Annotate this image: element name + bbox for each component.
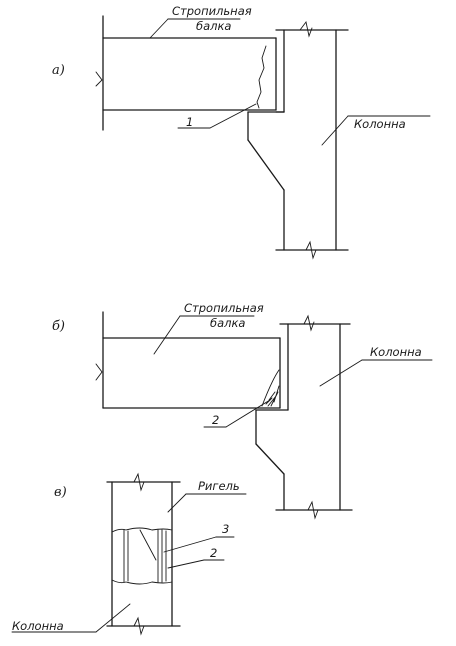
panel-b-beam-label-line1: Стропильная [184, 301, 264, 315]
panel-c: в) Ригель 3 2 [11, 472, 247, 636]
panel-c-marker-bottom: 2 [210, 546, 217, 560]
panel-b-weld [261, 369, 280, 407]
panel-c-girder-label: Ригель [198, 479, 240, 493]
panel-a: а) Стропильная балка [52, 4, 431, 260]
panel-b-beam [95, 311, 281, 409]
panel-a-crack [256, 45, 267, 109]
panel-c-marker-top: 3 [222, 522, 229, 536]
panel-a-label: а) [52, 63, 65, 78]
panel-c-column-label: Колонна [12, 619, 64, 633]
panel-b-column [255, 314, 353, 520]
panel-a-marker: 1 [186, 115, 193, 129]
panel-a-beam [95, 15, 277, 131]
panel-b: б) Стропильная балк [52, 301, 433, 520]
panel-a-beam-label-line1: Стропильная [172, 4, 252, 18]
panel-c-column [106, 472, 181, 636]
panel-b-beam-label-line2: балка [210, 316, 245, 330]
panel-c-label: в) [54, 485, 67, 500]
panel-b-column-label: Колонна [370, 345, 422, 359]
panel-b-label: б) [52, 319, 65, 334]
panel-a-column [247, 20, 349, 260]
panel-a-beam-label-line2: балка [196, 19, 231, 33]
panel-c-joint [111, 527, 173, 585]
panel-b-marker: 2 [212, 413, 219, 427]
panel-a-column-label: Колонна [354, 117, 406, 131]
